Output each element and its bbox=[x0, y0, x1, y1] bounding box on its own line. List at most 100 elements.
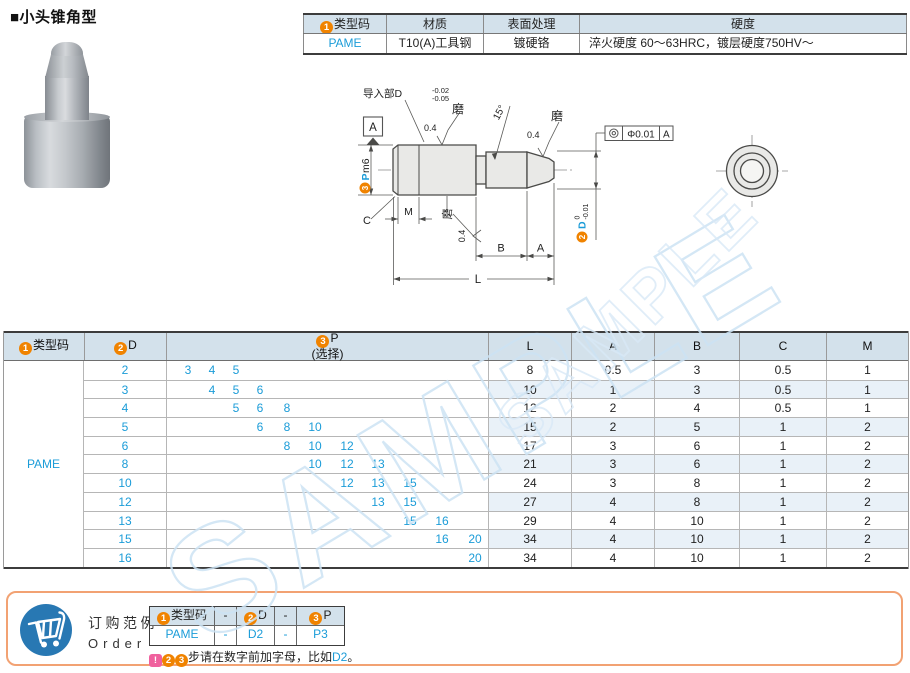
m-value: 1 bbox=[826, 361, 908, 380]
photo-taper bbox=[45, 52, 89, 78]
header-A: A bbox=[571, 333, 654, 360]
photo-tip bbox=[51, 42, 83, 56]
order-example-typecode: PAME bbox=[165, 627, 199, 641]
photo-shaft-cylinder bbox=[45, 76, 89, 120]
l-value: 34 bbox=[488, 548, 571, 567]
a-value: 3 bbox=[571, 474, 654, 492]
circled-3-badge: 3 bbox=[175, 654, 188, 667]
d-value: 4 bbox=[121, 401, 129, 416]
note-code: D2 bbox=[332, 650, 348, 664]
c-value: 1 bbox=[739, 548, 826, 567]
pin-neck bbox=[475, 155, 487, 185]
leadin-label: 导入部D bbox=[363, 87, 402, 100]
l-value: 17 bbox=[488, 436, 571, 455]
grind-taper: 磨 bbox=[551, 109, 563, 123]
d-value: 12 bbox=[118, 494, 132, 509]
exclamation-badge: ! bbox=[149, 654, 162, 667]
spec-surface-value: 镀硬铬 bbox=[483, 34, 579, 53]
a-value: 4 bbox=[571, 548, 654, 567]
c-value: 1 bbox=[739, 474, 826, 492]
end-view-inner-circle bbox=[739, 158, 765, 184]
c-value: 0.5 bbox=[739, 361, 826, 380]
p-options: 20 bbox=[166, 548, 488, 567]
a-value: 3 bbox=[571, 455, 654, 474]
product-photo bbox=[18, 32, 118, 194]
d-value: 15 bbox=[118, 532, 132, 547]
circled-3-badge: 3 bbox=[316, 335, 330, 348]
c-value: 1 bbox=[739, 455, 826, 474]
a-value: 4 bbox=[571, 530, 654, 548]
roughness-top: 0.4 bbox=[424, 123, 437, 133]
l-value: 8 bbox=[488, 361, 571, 380]
c-value: 0.5 bbox=[739, 380, 826, 399]
c-value: 1 bbox=[739, 492, 826, 511]
b-value: 8 bbox=[654, 492, 739, 511]
m-value: 2 bbox=[826, 474, 908, 492]
d-value: 6 bbox=[121, 438, 129, 453]
m-value: 2 bbox=[826, 455, 908, 474]
c-value: 1 bbox=[739, 418, 826, 436]
dim-c-label: C bbox=[363, 215, 371, 227]
spec-typecode-value: PAME bbox=[303, 34, 386, 53]
circled-3-badge: 3 bbox=[309, 612, 323, 625]
m-value: 1 bbox=[826, 399, 908, 418]
pin-head-outline bbox=[392, 144, 477, 196]
d-value: 2 bbox=[121, 363, 129, 377]
d-value: 10 bbox=[118, 476, 132, 491]
head-dia-label: 3 P m6 bbox=[359, 158, 372, 194]
m-value: 2 bbox=[826, 436, 908, 455]
d-value: 13 bbox=[118, 513, 132, 528]
spec-header-surface: 表面处理 bbox=[483, 15, 579, 33]
c-value: 1 bbox=[739, 511, 826, 530]
datum-frame bbox=[362, 116, 384, 137]
d-value: 3 bbox=[121, 382, 129, 397]
datum-triangle bbox=[366, 137, 380, 145]
fcf-datum: A bbox=[663, 130, 670, 141]
b-value: 5 bbox=[654, 418, 739, 436]
chamfer-leader bbox=[370, 196, 396, 220]
d-value: 8 bbox=[121, 457, 129, 472]
b-value: 4 bbox=[654, 399, 739, 418]
concentricity-icon bbox=[609, 128, 619, 138]
c-value: 1 bbox=[739, 436, 826, 455]
datum-label: A bbox=[369, 122, 377, 134]
spec-header-material: 材质 bbox=[386, 15, 483, 33]
svg-text:D: D bbox=[577, 221, 589, 229]
table-row: 16 20 34 4 10 1 2 bbox=[84, 547, 908, 567]
order-header-dash: - bbox=[214, 607, 236, 625]
header-p-sub: (选择) bbox=[311, 347, 344, 361]
pin-shaft bbox=[485, 151, 528, 189]
order-title-cn: 订购范例 bbox=[88, 615, 158, 631]
l-value: 15 bbox=[488, 418, 571, 436]
a-value: 4 bbox=[571, 492, 654, 511]
svg-text:0: 0 bbox=[575, 216, 582, 220]
circled-1-badge: 1 bbox=[18, 341, 32, 355]
cart-icon bbox=[20, 604, 72, 656]
l-value: 29 bbox=[488, 511, 571, 530]
leadin-leader bbox=[404, 99, 425, 143]
m-value: 2 bbox=[826, 530, 908, 548]
roughness-taper: 0.4 bbox=[527, 130, 540, 140]
b-value: 6 bbox=[654, 436, 739, 455]
grind-bottom: 磨 bbox=[441, 209, 454, 220]
svg-text:-0.01: -0.01 bbox=[583, 203, 590, 219]
svg-text:P: P bbox=[360, 173, 372, 180]
technical-drawing: A Φ0.01 A 导入部D -0.02 -0.05 0.4 磨 15° 0.4… bbox=[358, 86, 788, 286]
